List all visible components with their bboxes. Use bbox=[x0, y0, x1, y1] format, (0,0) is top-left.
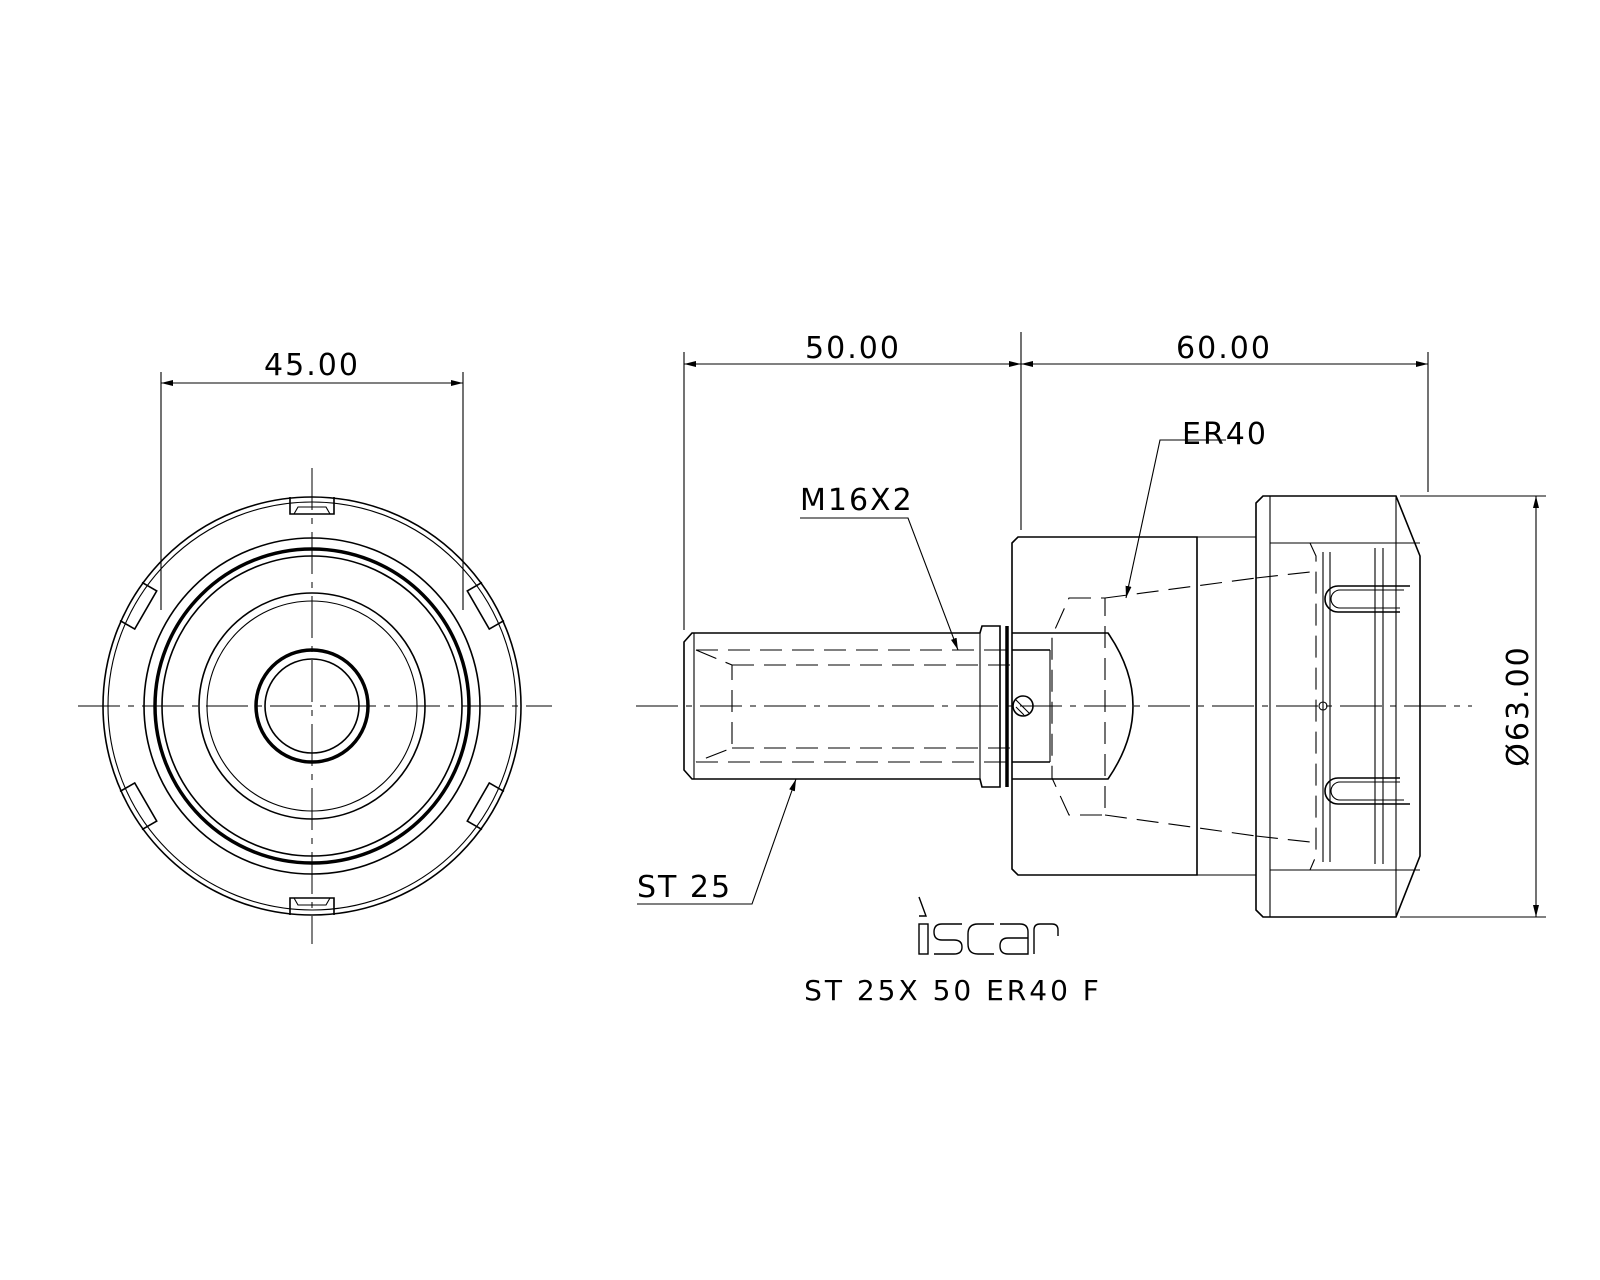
set-screw-hatch-2 bbox=[1015, 706, 1025, 716]
logo-letter-r bbox=[1033, 923, 1059, 954]
nut-slot-upper-inner bbox=[1330, 589, 1404, 609]
nut-slot-lower bbox=[1324, 777, 1410, 805]
thread-hidden-start bbox=[695, 649, 733, 763]
logo-letter-i bbox=[918, 896, 928, 917]
leader-st25 bbox=[637, 778, 797, 905]
part-code: ST 25X 50 ER40 F bbox=[804, 974, 1102, 1007]
logo-letter-c bbox=[967, 923, 994, 955]
nut-inner-rim bbox=[143, 537, 481, 875]
nut-outer-circle bbox=[102, 496, 522, 916]
collet-face-ring bbox=[153, 547, 471, 865]
nut-slot-upper-right bbox=[466, 581, 505, 631]
dimension-nut-diameter: Ø63.00 bbox=[1501, 645, 1536, 767]
nut-outer-circle-2 bbox=[107, 501, 517, 911]
leader-er40 bbox=[1125, 439, 1226, 599]
callout-er40: ER40 bbox=[1182, 417, 1268, 452]
nut-slot-upper-left bbox=[119, 581, 158, 631]
collet-taper-bottom-2 bbox=[1255, 835, 1311, 843]
set-screw-hatch-1 bbox=[1015, 699, 1030, 714]
leader-m16x2 bbox=[800, 517, 959, 651]
dimension-front-width: 45.00 bbox=[264, 348, 360, 383]
nut-thread-hidden bbox=[1276, 542, 1317, 871]
callout-shank: ST 25 bbox=[637, 870, 732, 905]
bore-chamfer bbox=[1012, 649, 1050, 763]
collet-taper-top-2 bbox=[1255, 571, 1311, 579]
set-screw bbox=[1012, 695, 1034, 717]
nut-slot-bottom bbox=[289, 897, 335, 915]
bore-inner-ring bbox=[264, 658, 360, 754]
bore-recess bbox=[1012, 632, 1134, 780]
dimension-body-length: 60.00 bbox=[1176, 331, 1272, 366]
nut-center-mark bbox=[1318, 701, 1328, 711]
iscar-logo bbox=[918, 896, 1059, 955]
logo-letter-s bbox=[933, 923, 963, 955]
nut-slot-lower-left bbox=[119, 781, 158, 831]
nut-slot-lower-inner bbox=[1330, 781, 1404, 801]
bore-outer-ring bbox=[254, 648, 370, 764]
nut-slot-upper bbox=[1324, 585, 1410, 613]
collet-inner-ring bbox=[161, 555, 463, 857]
logo-letter-i-stem bbox=[918, 923, 929, 955]
callout-thread: M16X2 bbox=[800, 483, 914, 518]
collet-groove-ring bbox=[198, 592, 426, 820]
shank-outline bbox=[683, 625, 1001, 788]
collet-taper-bottom bbox=[1104, 814, 1257, 837]
dimension-shank-length: 50.00 bbox=[805, 331, 901, 366]
front-view: 45.00 bbox=[78, 348, 552, 944]
nut-slot-lower-right bbox=[466, 781, 505, 831]
collet-taper-top bbox=[1104, 577, 1257, 599]
nut-slot-top bbox=[289, 497, 335, 515]
collet-groove-ring-2 bbox=[206, 600, 418, 812]
logo-letter-a bbox=[999, 923, 1029, 955]
side-view: 50.00 60.00 Ø63.00 ER40 M16X2 ST 25 bbox=[636, 331, 1546, 918]
